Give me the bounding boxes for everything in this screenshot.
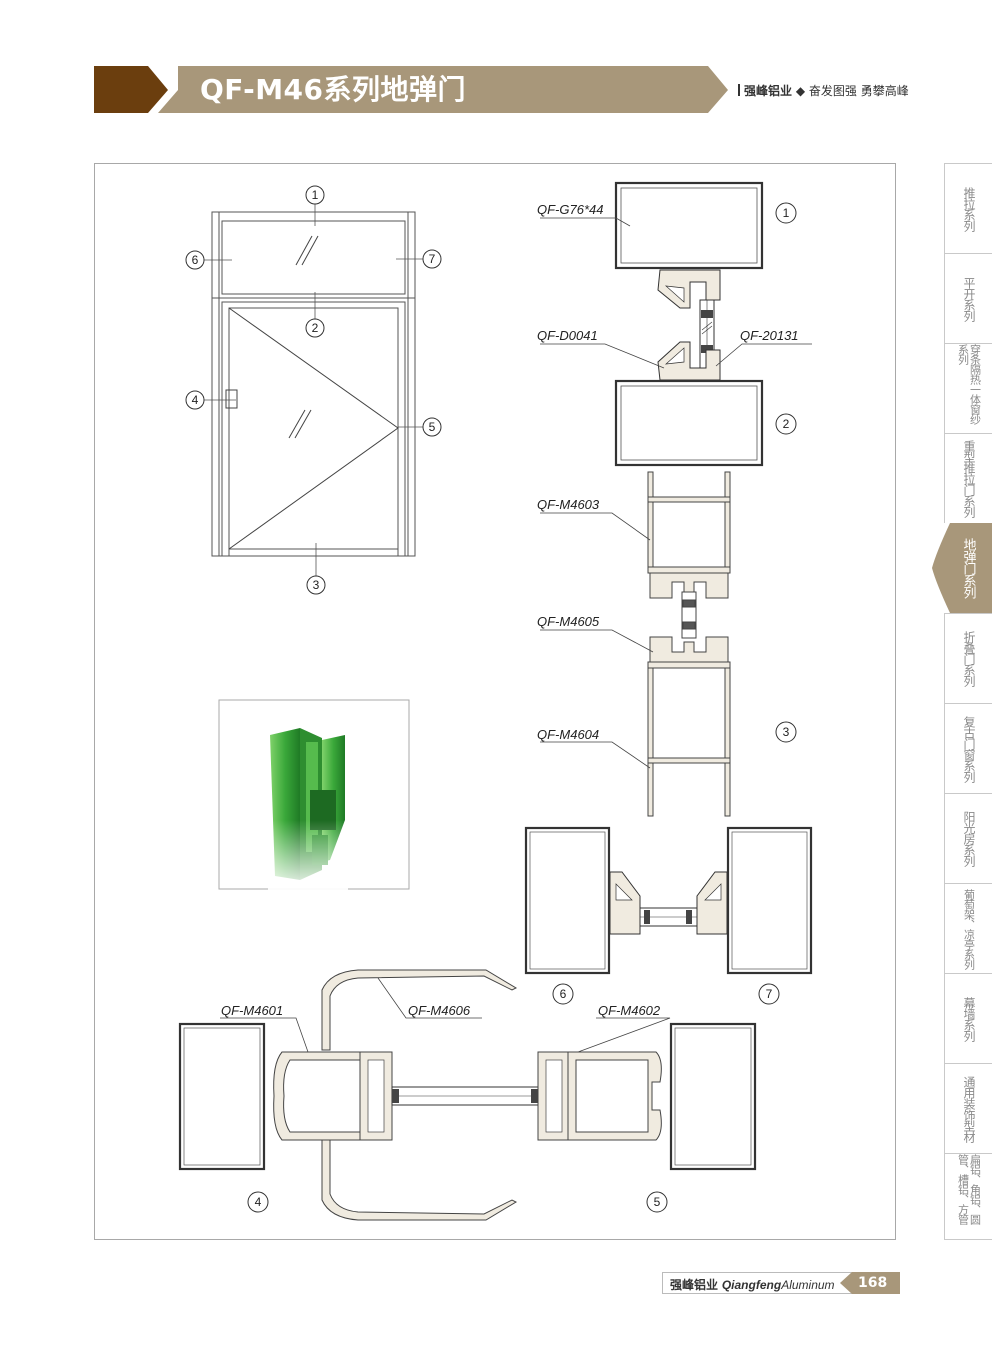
callout-3: 3 [313,578,320,592]
label-g76: QF-G76*44 [537,202,603,217]
tab-casement[interactable]: 平开系列 [944,253,992,343]
tab-sliding[interactable]: 推拉系列 [944,163,992,253]
tab-thermal-break[interactable]: 穿条隔热一体窗纱系列 [944,343,992,433]
page-number: 168 [858,1275,888,1291]
label-m4606: QF-M4606 [408,1003,471,1018]
label-m4604: QF-M4604 [537,727,599,742]
callout-7: 7 [429,252,436,266]
elevation-callouts [185,185,442,595]
section-callout-5: 5 [654,1195,661,1209]
drawing-frame [94,163,896,1240]
header-slogan: 强峰铝业 ◆ 奋发图强 勇攀高峰 [738,82,909,99]
tab-antique[interactable]: 复古门窗系列 [944,703,992,793]
page-number-badge [840,1272,900,1294]
section-6-7 [524,826,813,975]
page-title: QF-M46系列地弹门 [200,73,467,106]
label-m4605: QF-M4605 [537,614,600,629]
section-callout-2: 2 [783,417,790,431]
section-1-2 [614,181,764,467]
tab-flat-angle-tube[interactable]: 扁铝、角铝、圆管、槽铝、方管 [944,1153,992,1240]
callout-circle-5 [422,417,442,437]
section-callout-4: 4 [255,1195,262,1209]
tab-curtain-wall[interactable]: 幕墙系列 [944,973,992,1063]
callout-1: 1 [312,188,319,202]
section-callouts [247,202,797,1213]
callout-2: 2 [312,321,319,335]
callout-6: 6 [192,253,199,267]
section-4-5 [178,969,757,1221]
door-elevation [211,211,416,557]
tab-spring-door[interactable]: 地弹门系列 [960,538,976,598]
profile-3d-render [218,699,410,890]
callout-circle-6 [185,250,205,270]
section-callout-3: 3 [783,725,790,739]
section-callout-7: 7 [766,987,773,1001]
section-3 [647,471,731,817]
footer-brand: 强峰铝业 QiangfengAluminum [670,1278,835,1292]
label-d0041: QF-D0041 [537,328,598,343]
callout-4: 4 [192,393,199,407]
label-m4602: QF-M4602 [598,1003,661,1018]
header-separator: ◆ [795,84,806,98]
callout-circle-4 [185,390,205,410]
label-m4601: QF-M4601 [221,1003,283,1018]
section-leaders [220,217,812,1053]
technical-drawing: 1 2 3 4 5 6 7 [178,181,813,1221]
callout-circle-7 [422,249,442,269]
label-20131: QF-20131 [740,328,799,343]
header-brown-chevron [94,66,168,113]
tab-decorative[interactable]: 通用装饰型材 [944,1063,992,1153]
tab-pergola[interactable]: 葡萄架、凉亭系列 [944,883,992,973]
elevation-leaders [204,204,423,576]
outer-frame [211,211,416,557]
tab-heavy-sliding[interactable]: 重型推拉门系列 [944,433,992,523]
callout-circle-2 [305,318,325,338]
callout-5: 5 [429,420,436,434]
label-m4603: QF-M4603 [537,497,600,512]
section-callout-1: 1 [783,206,790,220]
header-banner [94,66,728,113]
header-brand: 强峰铝业 [744,84,793,98]
header-slogan-text: 奋发图强 勇攀高峰 [808,84,909,98]
callout-circle-1 [305,185,325,205]
header-title-band [158,66,728,113]
section-callout-6: 6 [560,987,567,1001]
callout-circle-3 [306,575,326,595]
tab-folding-door[interactable]: 折叠门系列 [944,613,992,703]
tab-sunroom[interactable]: 阳光房系列 [944,793,992,883]
active-tab-shape [932,523,992,613]
